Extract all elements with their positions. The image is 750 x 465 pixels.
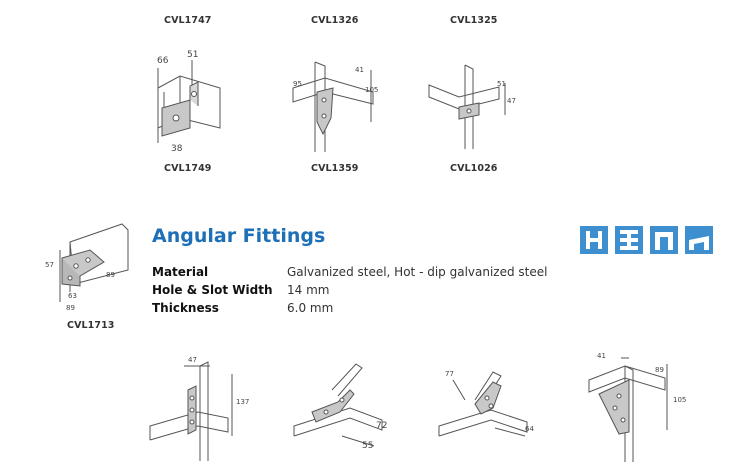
bottom-fitting-4-drawing: 41 89 105 [588,352,686,462]
product-code-cvl1713: CVL1713 [67,320,115,331]
channel-profile-double-h-icon [615,226,643,254]
spec-value-hole-slot-width: 14 mm [287,283,330,297]
dim-label: 89 [106,271,115,279]
spec-value-thickness: 6.0 mm [287,301,334,315]
dim-label: 55 [362,441,373,451]
cvl1026-drawing: 51 47 [428,64,516,149]
dim-label: 63 [68,292,77,300]
channel-profile-c-icon [650,226,678,254]
dim-label: 57 [45,261,54,269]
channel-profile-slotted-icon [685,226,713,254]
cvl1713-drawing: 57 89 63 89 [45,223,129,312]
dim-label: 47 [188,356,197,364]
spec-label-thickness: Thickness [152,301,219,315]
dim-label: 77 [445,370,454,378]
dim-label: 47 [507,97,516,105]
dim-label: 105 [673,396,686,404]
bottom-fitting-2-drawing: 72 55 [293,363,387,451]
cvl1749-drawing: 66 51 38 [157,50,221,154]
spec-label-material: Material [152,265,209,279]
dim-label: 41 [597,352,606,360]
channel-profile-h-icon [580,226,608,254]
spec-label-hole-slot-width: Hole & Slot Width [152,283,273,297]
product-code-cvl1747: CVL1747 [164,15,212,26]
bottom-fitting-3-drawing: 77 64 [438,370,534,437]
product-code-cvl1325: CVL1325 [450,15,498,26]
dim-label: 66 [157,56,169,66]
bottom-fitting-1-drawing: 47 137 [149,356,249,461]
product-code-cvl1326: CVL1326 [311,15,359,26]
dim-label: 137 [236,398,249,406]
cvl1359-drawing: 41 105 95 [292,61,378,152]
product-code-cvl1359: CVL1359 [311,163,359,174]
section-title: Angular Fittings [152,225,326,247]
dim-label: 38 [171,144,183,154]
dim-label: 95 [293,80,302,88]
product-code-cvl1749: CVL1749 [164,163,212,174]
product-code-cvl1026: CVL1026 [450,163,498,174]
dim-label: 72 [376,421,387,431]
dim-label: 89 [66,304,75,312]
dim-label: 64 [525,425,534,433]
dim-label: 41 [355,66,364,74]
dim-label: 105 [365,86,378,94]
dim-label: 51 [187,50,198,60]
spec-value-material: Galvanized steel, Hot - dip galvanized s… [287,265,548,279]
dim-label: 51 [497,80,506,88]
dim-label: 89 [655,366,664,374]
